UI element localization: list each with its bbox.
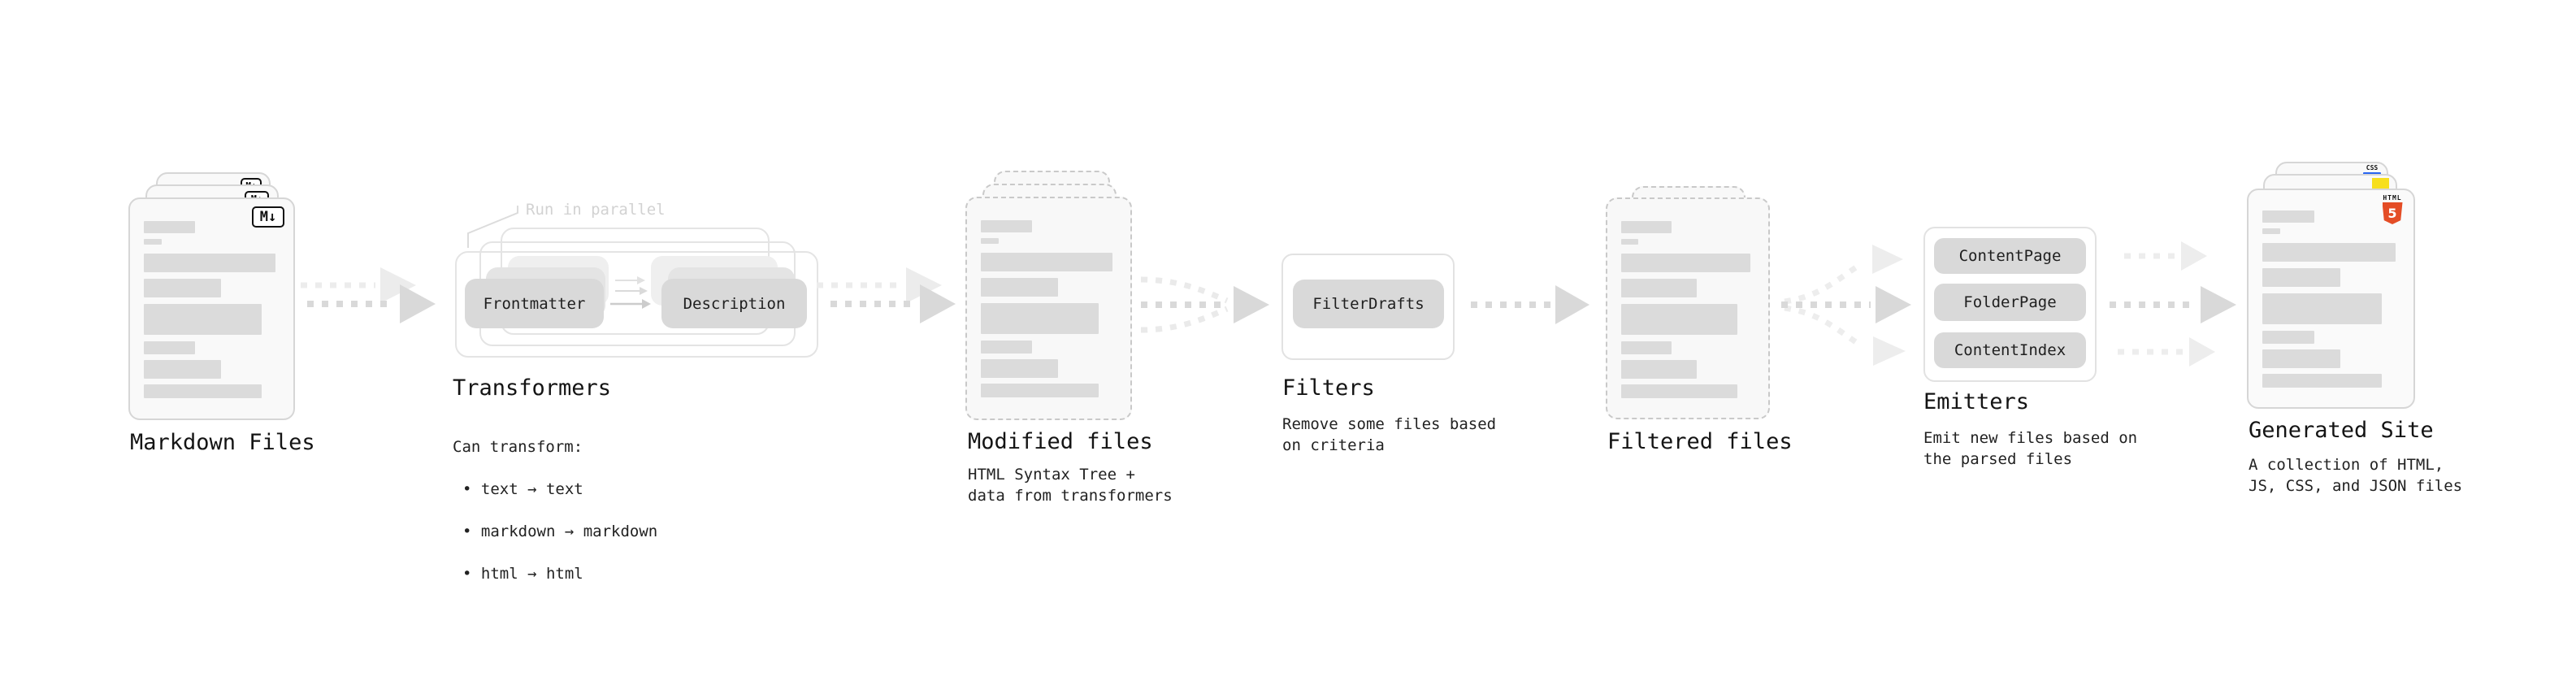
contentpage-pill: ContentPage (1934, 238, 2086, 274)
generated-site-title: Generated Site (2249, 418, 2434, 443)
markdown-file-card-front: M↓ (128, 197, 295, 420)
text-placeholder-bar (2262, 268, 2341, 287)
text-placeholder-bar (981, 359, 1059, 378)
text-placeholder-bar (144, 360, 222, 379)
text-placeholder-bar (1621, 279, 1698, 297)
arrow-markdown-to-transformers (307, 284, 436, 323)
text-placeholder-bar (1621, 221, 1672, 233)
arrow-markdown-to-transformers-ghost (301, 267, 416, 303)
text-placeholder-bar (981, 220, 1033, 232)
caption-bullet: • markdown → markdown (462, 523, 658, 540)
html-file-card: HTML 5 (2247, 189, 2415, 409)
arrow-filtered-to-emitters-top (1784, 245, 1903, 305)
caption-bullet: • text → text (462, 480, 583, 498)
text-placeholder-bar (144, 239, 162, 245)
markdown-icon: M↓ (252, 206, 284, 228)
caption-bullet: • html → html (462, 565, 583, 583)
arrow-emitters-to-site-top (2124, 241, 2207, 271)
text-placeholder-bar (144, 221, 196, 233)
text-placeholder-bar (1621, 384, 1737, 398)
modified-file-card-front (965, 197, 1132, 420)
text-placeholder-bar (2262, 243, 2396, 262)
css-icon: CSS (2363, 165, 2381, 175)
text-placeholder-bar (144, 279, 222, 297)
transformer-layer-front (455, 251, 818, 358)
markdown-files-label: Markdown Files (130, 430, 315, 455)
filtered-file-card-front (1606, 197, 1770, 419)
arrow-transformers-to-modified (830, 284, 956, 323)
arrow-filtered-to-emitters-bottom (1784, 305, 1906, 366)
filters-caption: Remove some files based on criteria (1282, 415, 1497, 454)
document-content-placeholder (981, 220, 1117, 403)
html5-icon: HTML 5 (2382, 194, 2403, 224)
caption-heading: Can transform: (453, 438, 583, 456)
arrow-emitters-to-site-bottom (2118, 337, 2215, 367)
text-placeholder-bar (2262, 349, 2341, 368)
transformers-title: Transformers (453, 375, 612, 401)
arrow-modified-to-filters (1140, 276, 1269, 333)
text-placeholder-bar (2262, 210, 2315, 223)
text-placeholder-bar (1621, 341, 1672, 354)
text-placeholder-bar (981, 340, 1033, 354)
description-pill: Description (661, 279, 807, 328)
generated-site-caption: A collection of HTML, JS, CSS, and JSON … (2249, 456, 2463, 495)
document-content-placeholder (144, 221, 280, 404)
text-placeholder-bar (2262, 293, 2383, 324)
text-placeholder-bar (981, 278, 1059, 297)
text-placeholder-bar (144, 254, 275, 272)
modified-files-title: Modified files (968, 429, 1153, 454)
arrow-filters-to-filtered (1471, 285, 1589, 324)
text-placeholder-bar (1621, 254, 1751, 272)
document-content-placeholder (1621, 221, 1754, 404)
filtered-files-title: Filtered files (1607, 429, 1793, 454)
text-placeholder-bar (2262, 228, 2280, 234)
text-placeholder-bar (144, 304, 262, 335)
text-placeholder-bar (1621, 304, 1737, 335)
javascript-icon (2372, 178, 2389, 189)
filters-title: Filters (1282, 375, 1375, 401)
text-placeholder-bar (981, 384, 1099, 397)
text-placeholder-bar (981, 303, 1099, 334)
arrow-transformers-to-modified-ghost (817, 267, 942, 303)
text-placeholder-bar (981, 238, 999, 244)
text-placeholder-bar (1621, 239, 1639, 245)
folderpage-pill: FolderPage (1934, 284, 2086, 321)
emitters-caption: Emit new files based on the parsed files (1923, 429, 2138, 468)
modified-files-caption: HTML Syntax Tree + data from transformer… (968, 466, 1173, 505)
contentindex-pill: ContentIndex (1934, 332, 2086, 368)
frontmatter-pill: Frontmatter (465, 279, 604, 328)
text-placeholder-bar (1621, 360, 1698, 379)
arrow-emitters-to-site (2110, 286, 2236, 323)
text-placeholder-bar (144, 341, 196, 354)
emitters-title: Emitters (1923, 389, 2030, 414)
transformers-caption: Can transform: • text → text • markdown … (453, 415, 657, 605)
run-in-parallel-annotation: Run in parallel (526, 201, 666, 219)
arrow-filtered-to-emitters (1781, 286, 1911, 323)
text-placeholder-bar (144, 384, 262, 398)
text-placeholder-bar (2262, 331, 2315, 344)
filterdrafts-pill: FilterDrafts (1293, 280, 1444, 328)
text-placeholder-bar (2262, 374, 2383, 388)
document-content-placeholder (2262, 210, 2400, 393)
text-placeholder-bar (981, 253, 1112, 271)
